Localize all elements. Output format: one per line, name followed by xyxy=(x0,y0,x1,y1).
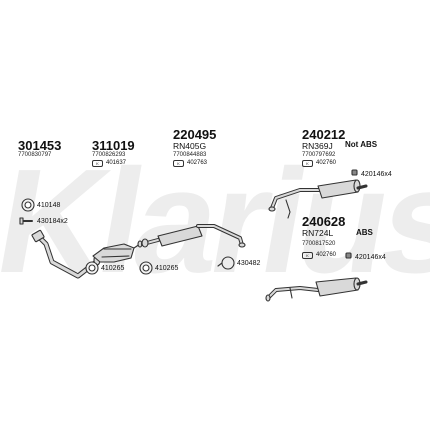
fitting-label-410265-b: 410265 xyxy=(155,265,179,272)
fitting-label-430184: 430184x2 xyxy=(37,218,68,225)
oe-number-240628: 7700817520 xyxy=(302,241,336,247)
rubber-mount-not-abs-drawing xyxy=(351,169,358,176)
bolt-430184-drawing xyxy=(19,217,33,225)
gasket-410265-a-drawing xyxy=(85,261,99,275)
gasket-410265-b-drawing xyxy=(139,261,153,275)
ref-number-220495: RN405G xyxy=(173,141,207,151)
kit-icon-240212: K xyxy=(302,160,313,167)
kit-number-240628: 402760 xyxy=(316,252,337,258)
kit-number-220495: 402763 xyxy=(187,160,208,166)
kit-icon-220495: K xyxy=(173,160,184,167)
rubber-mount-abs-drawing xyxy=(345,252,352,259)
variant-note-abs: ABS xyxy=(356,228,373,237)
part-number-301453: 301453 xyxy=(18,138,62,153)
part-number-311019: 311019 xyxy=(92,138,135,153)
fitting-label-abs: 420146x4 xyxy=(355,254,386,261)
gasket-410148-drawing xyxy=(21,198,35,212)
kit-icon-311019: K xyxy=(92,160,103,167)
part-number-240212: 240212 xyxy=(302,127,346,142)
fitting-label-not-abs: 420146x4 xyxy=(361,171,392,178)
clamp-430482-drawing xyxy=(217,256,235,270)
ref-number-240212: RN369J xyxy=(302,141,333,151)
centre-silencer-drawing xyxy=(141,224,246,248)
oe-number-220495: 7700844883 xyxy=(173,152,207,158)
fitting-label-410265-a: 410265 xyxy=(101,265,125,272)
oe-number-240212: 7700797692 xyxy=(302,152,336,158)
kit-icon-240628: K xyxy=(302,252,313,259)
part-number-240628: 240628 xyxy=(302,214,346,229)
fitting-label-410148: 410148 xyxy=(37,202,61,209)
rear-silencer-abs-drawing xyxy=(265,277,368,302)
oe-number-301453: 7700830797 xyxy=(18,152,52,158)
ref-number-240628: RN724L xyxy=(302,228,334,238)
rear-silencer-not-abs-drawing xyxy=(268,179,368,219)
catalytic-converter-drawing xyxy=(92,240,143,263)
kit-number-240212: 402760 xyxy=(316,160,337,166)
part-number-220495: 220495 xyxy=(173,127,217,142)
oe-number-311019: 7700826293 xyxy=(92,152,126,158)
variant-note-not-abs: Not ABS xyxy=(345,140,378,149)
fitting-label-430482: 430482 xyxy=(237,260,261,267)
kit-number-311019: 401637 xyxy=(106,160,127,166)
